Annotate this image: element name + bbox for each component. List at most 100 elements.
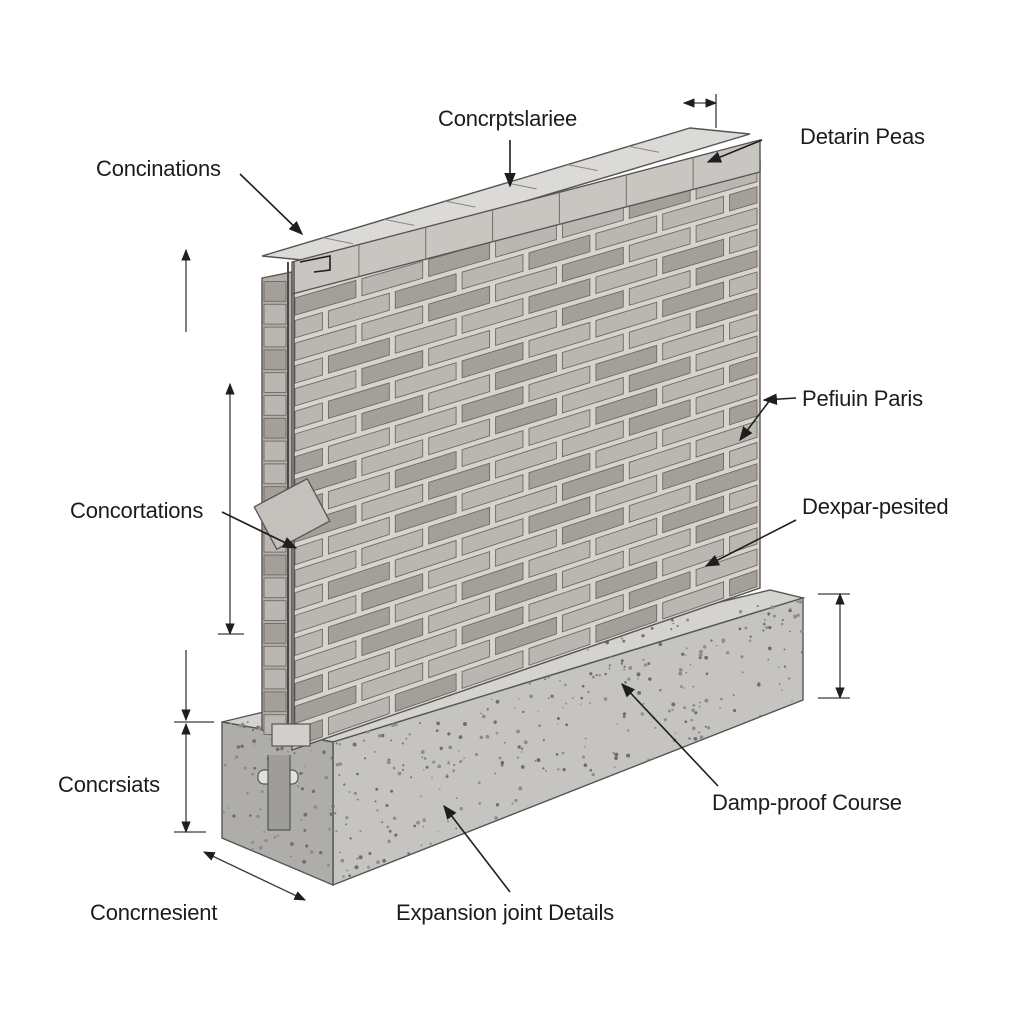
brick — [729, 186, 758, 212]
aggregate-speck — [620, 662, 624, 665]
aggregate-speck — [643, 663, 648, 667]
expansion-joint-block — [253, 477, 331, 551]
brick — [528, 365, 591, 403]
aggregate-speck — [240, 744, 244, 749]
aggregate-speck — [719, 707, 721, 710]
label-upper-left: Concinations — [96, 156, 221, 181]
brick — [495, 397, 557, 435]
aggregate-speck — [495, 803, 500, 807]
aggregate-speck — [628, 666, 633, 670]
aggregate-speck — [783, 665, 787, 668]
aggregate-speck — [522, 710, 525, 714]
aggregate-speck — [614, 766, 616, 768]
aggregate-speck — [565, 723, 569, 727]
brick — [495, 441, 557, 479]
brick — [662, 195, 725, 231]
aggregate-speck — [338, 774, 341, 776]
aggregate-speck — [788, 677, 791, 680]
brick — [394, 317, 457, 354]
leader-upper-left — [239, 173, 304, 236]
label-mid-left: Concortations — [70, 498, 203, 523]
aggregate-speck — [624, 681, 627, 684]
brick — [695, 335, 758, 372]
aggregate-speck — [581, 684, 585, 688]
aggregate-speck — [765, 626, 769, 630]
aggregate-speck — [246, 791, 249, 795]
brick — [595, 431, 658, 469]
aggregate-speck — [387, 839, 391, 844]
aggregate-speck — [366, 730, 370, 734]
aggregate-speck — [584, 737, 587, 740]
aggregate-speck — [612, 751, 615, 755]
brick — [461, 473, 524, 512]
aggregate-speck — [485, 734, 490, 739]
aggregate-speck — [408, 733, 412, 736]
aggregate-speck — [447, 761, 450, 765]
aggregate-speck — [650, 627, 654, 630]
aggregate-speck — [338, 742, 341, 746]
brick — [528, 627, 591, 666]
label-bottom-center: Expansion joint Details — [396, 900, 614, 925]
aggregate-speck — [420, 844, 423, 847]
brick — [662, 324, 725, 361]
aggregate-speck — [623, 665, 626, 668]
aggregate-speck — [480, 712, 482, 715]
aggregate-speck — [392, 816, 397, 821]
brick — [461, 429, 524, 468]
brick-courses — [294, 164, 758, 747]
aggregate-speck — [740, 655, 744, 659]
aggregate-speck — [290, 855, 292, 857]
brick — [428, 462, 491, 501]
leader-mid-right — [739, 399, 771, 442]
end-brick — [263, 440, 287, 462]
brick — [461, 650, 524, 690]
aggregate-speck — [537, 711, 540, 713]
brick — [628, 485, 691, 523]
aggregate-speck — [310, 850, 314, 854]
aggregate-speck — [704, 655, 709, 660]
brick — [528, 321, 591, 359]
aggregate-speck — [486, 708, 489, 711]
brick — [528, 234, 591, 271]
aggregate-speck — [715, 644, 718, 647]
aggregate-speck — [478, 802, 482, 805]
brick — [394, 362, 457, 399]
aggregate-speck — [463, 757, 465, 759]
aggregate-speck — [324, 775, 329, 780]
brick — [294, 311, 323, 339]
brick — [361, 305, 424, 342]
aggregate-speck — [598, 673, 601, 677]
brick — [327, 516, 390, 555]
aggregate-speck — [511, 802, 514, 805]
aggregate-speck — [642, 658, 645, 662]
end-brick — [263, 554, 287, 576]
aggregate-speck — [319, 851, 323, 855]
brick — [361, 260, 424, 297]
brick — [428, 506, 491, 545]
aggregate-speck — [688, 737, 691, 740]
aggregate-speck — [704, 698, 709, 703]
aggregate-speck — [658, 642, 663, 647]
brick — [595, 560, 658, 600]
aggregate-speck — [683, 706, 687, 710]
brick — [327, 606, 390, 645]
aggregate-speck — [447, 732, 451, 736]
aggregate-speck — [234, 755, 239, 759]
aggregate-speck — [536, 758, 541, 763]
aggregate-speck — [481, 714, 486, 719]
aggregate-speck — [546, 674, 551, 678]
aggregate-speck — [388, 829, 392, 833]
aggregate-speck — [329, 808, 331, 811]
aggregate-speck — [589, 702, 591, 704]
brick — [662, 538, 725, 577]
aggregate-speck — [297, 785, 299, 788]
leader-lower-right — [704, 519, 797, 567]
aggregate-speck — [446, 774, 449, 777]
aggregate-speck — [479, 735, 484, 740]
brick — [695, 250, 758, 286]
brick — [394, 628, 457, 668]
aggregate-speck — [498, 756, 502, 760]
brick — [662, 495, 725, 534]
aggregate-speck — [455, 827, 458, 830]
brick — [294, 369, 357, 407]
